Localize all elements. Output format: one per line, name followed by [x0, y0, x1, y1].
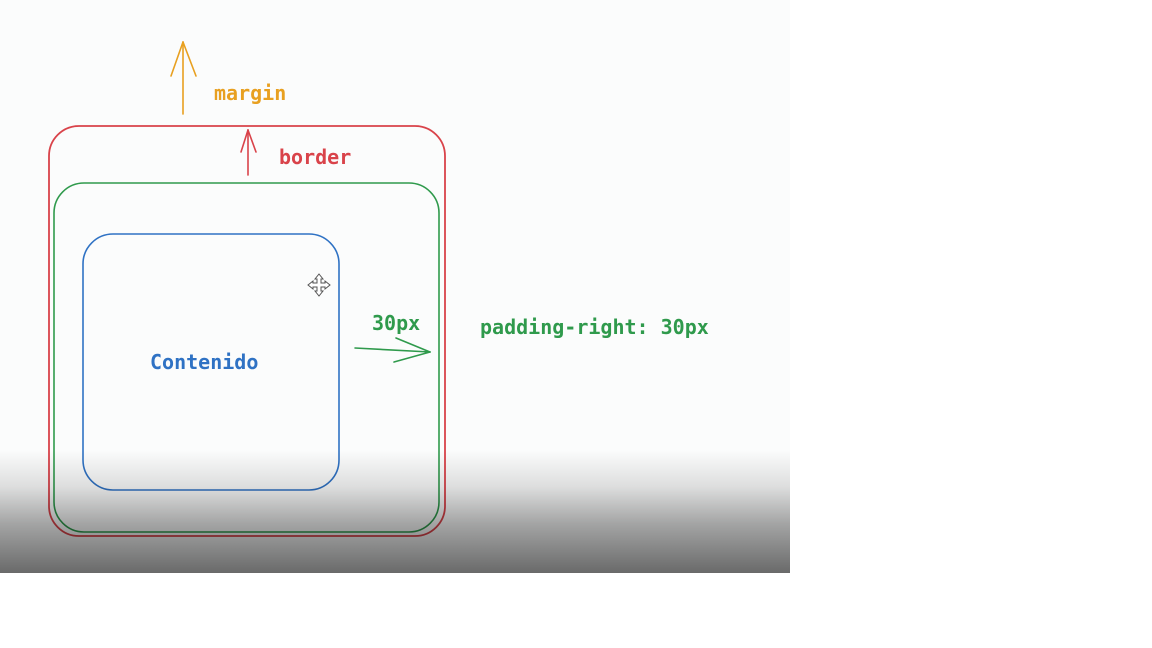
padding-arrow [354, 337, 431, 363]
border-arrow [240, 129, 257, 176]
padding-property-label: padding-right: 30px [480, 315, 709, 339]
padding-value-label: 30px [372, 311, 420, 335]
content-label: Contenido [150, 350, 258, 374]
video-frame: margin border Contenido [0, 41, 790, 573]
box-model-diagram: margin border Contenido [48, 41, 709, 537]
border-label: border [279, 145, 351, 169]
margin-label: margin [214, 81, 286, 105]
margin-arrow [170, 41, 197, 115]
move-cursor-icon [307, 273, 331, 297]
